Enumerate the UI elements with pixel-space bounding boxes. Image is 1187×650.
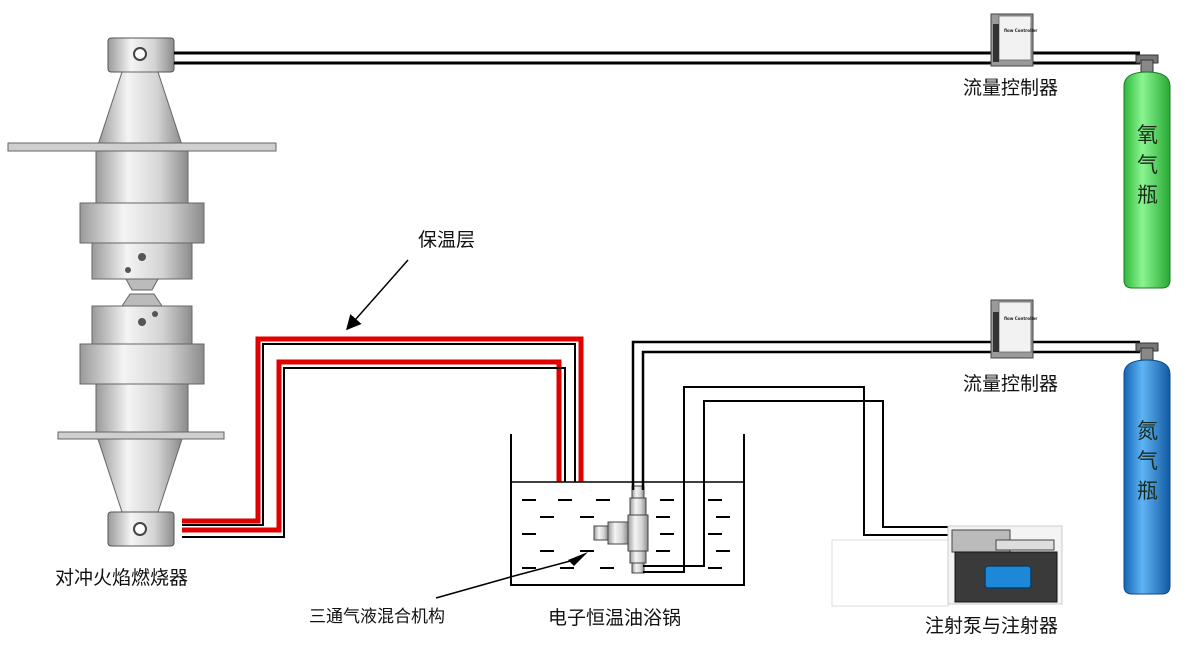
flow-controller-top-plate: flow Controller (1004, 28, 1037, 33)
liquid-fuel-line (643, 386, 952, 573)
burner-label: 对冲火焰燃烧器 (55, 567, 188, 589)
nitrogen-bottle-label-3: 瓶 (1137, 479, 1158, 503)
flow-controller-bottom-plate: flow Controller (1004, 316, 1037, 321)
syringe-pump-label: 注射泵与注射器 (925, 615, 1058, 637)
counterflow-burner (7, 37, 277, 547)
nitrogen-bottle: 氮 气 瓶 (1123, 342, 1171, 595)
syringe-pump (831, 525, 1063, 607)
oxygen-gas-line (174, 51, 1140, 65)
oxygen-bottle: 氧 气 瓶 (1123, 54, 1171, 289)
oxygen-bottle-label-2: 气 (1137, 153, 1158, 177)
mixer-arrowhead (568, 552, 588, 566)
three-way-mixer (593, 485, 649, 574)
flow-controller-top-label: 流量控制器 (963, 77, 1058, 99)
mixer-label: 三通气液混合机构 (309, 607, 445, 627)
oxygen-bottle-label-3: 瓶 (1137, 183, 1158, 207)
nitrogen-gas-line (631, 340, 1140, 490)
flow-controller-bottom: flow Controller (990, 299, 1037, 359)
insulation-label: 保温层 (418, 229, 475, 251)
oil-bath (510, 434, 745, 586)
nitrogen-bottle-label-2: 气 (1137, 449, 1158, 473)
oil-bath-label: 电子恒温油浴锅 (548, 607, 681, 629)
oxygen-bottle-label-1: 氧 (1137, 123, 1158, 147)
flow-controller-top: flow Controller (990, 13, 1037, 67)
flow-controller-bottom-label: 流量控制器 (963, 373, 1058, 395)
mixer-pointer-line (435, 575, 515, 599)
nitrogen-bottle-label-1: 氮 (1137, 419, 1158, 443)
mixer-arrow-line (513, 559, 575, 577)
insulation-arrow (346, 259, 409, 331)
insulated-fuel-line (182, 336, 598, 538)
